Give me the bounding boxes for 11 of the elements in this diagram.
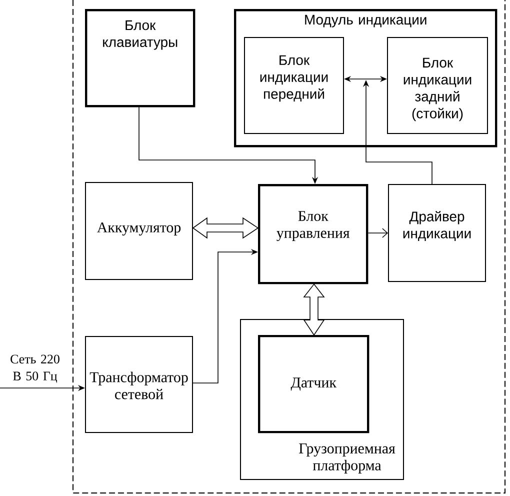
block-box: Трансформатор сетевой [85, 336, 193, 433]
block-box: Блок индикации задний (стойки) [387, 37, 488, 134]
block-box: Аккумулятор [85, 182, 193, 280]
sensor-box: Датчик [258, 335, 370, 434]
block-box: Драйвер индикации [388, 184, 486, 282]
double-arrow [303, 284, 325, 336]
block-box: Блок клавиатуры [85, 9, 196, 108]
block-box: Блок управления [258, 184, 368, 284]
arrow [368, 228, 388, 238]
text-label: Сеть 220 В 50 Гц [10, 354, 60, 383]
block-box: Блок индикации передний [244, 37, 344, 134]
